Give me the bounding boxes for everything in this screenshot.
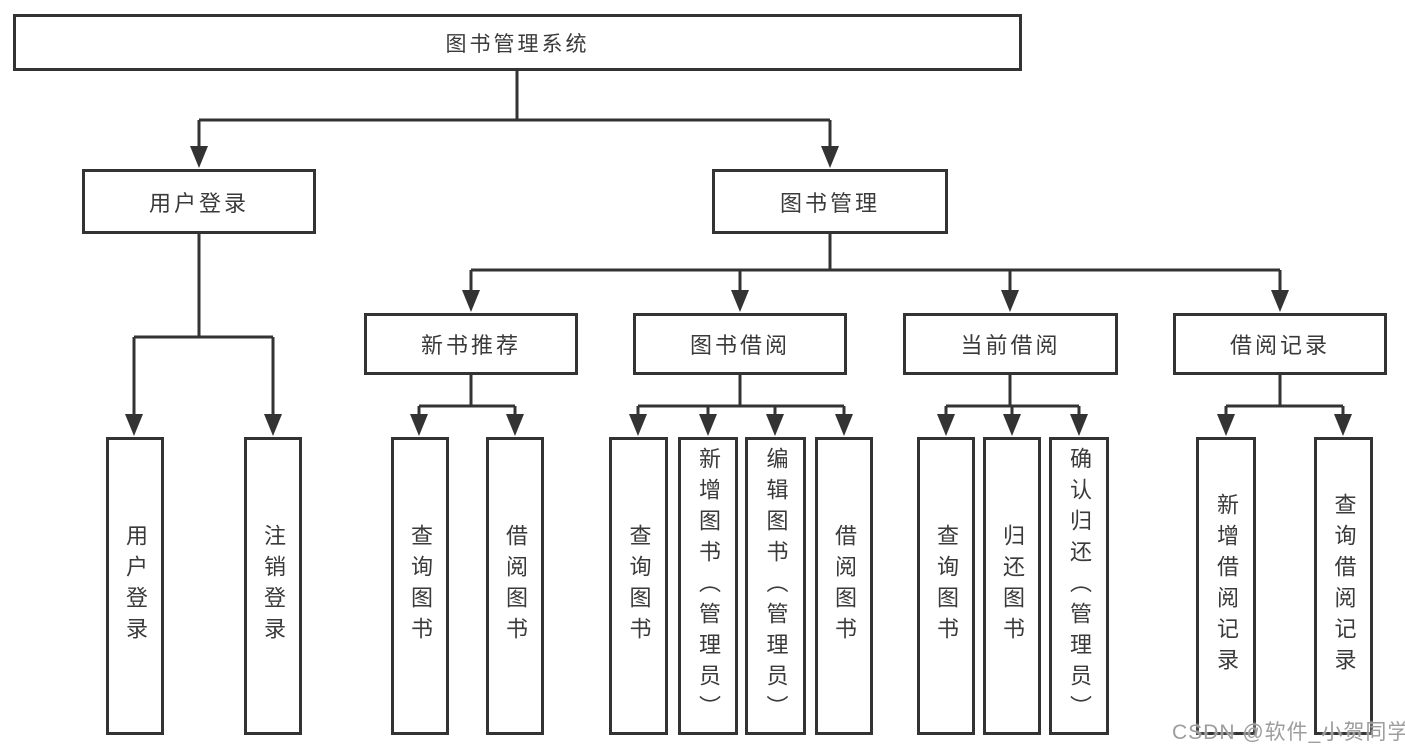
- node-current-borrow: 当前借阅: [903, 313, 1118, 375]
- node-book-borrow: 图书借阅: [633, 313, 847, 375]
- leaf-query-books-1: 查询图书: [391, 437, 449, 735]
- node-book-management: 图书管理: [712, 169, 948, 234]
- node-new-book-recommend: 新书推荐: [364, 313, 578, 375]
- leaf-confirm-return-admin-label: 确认归还（管理员）: [1067, 446, 1092, 726]
- node-root: 图书管理系统: [13, 14, 1022, 71]
- leaf-borrow-books-1-label: 借阅图书: [503, 524, 528, 648]
- node-user-login: 用户登录: [82, 169, 316, 234]
- leaf-confirm-return-admin: 确认归还（管理员）: [1049, 437, 1109, 735]
- leaf-query-books-3-label: 查询图书: [934, 524, 959, 648]
- leaf-user-login: 用户登录: [106, 437, 164, 735]
- leaf-query-borrow-record-label: 查询借阅记录: [1331, 493, 1357, 679]
- leaf-add-book-admin: 新增图书（管理员）: [678, 437, 738, 735]
- leaf-add-borrow-record: 新增借阅记录: [1196, 437, 1256, 735]
- leaf-borrow-books-2-label: 借阅图书: [832, 524, 857, 648]
- leaf-logout-label: 注销登录: [261, 524, 286, 648]
- leaf-add-book-admin-label: 新增图书（管理员）: [696, 446, 721, 726]
- leaf-edit-book-admin: 编辑图书（管理员）: [745, 437, 806, 735]
- leaf-borrow-books-2: 借阅图书: [815, 437, 873, 735]
- node-borrow-records: 借阅记录: [1173, 313, 1387, 375]
- leaf-return-book: 归还图书: [983, 437, 1041, 735]
- leaf-add-borrow-record-label: 新增借阅记录: [1214, 493, 1239, 679]
- leaf-borrow-books-1: 借阅图书: [486, 437, 544, 735]
- leaf-logout: 注销登录: [244, 437, 302, 735]
- leaf-query-books-3: 查询图书: [917, 437, 975, 735]
- leaf-edit-book-admin-label: 编辑图书（管理员）: [763, 446, 789, 726]
- leaf-query-borrow-record: 查询借阅记录: [1314, 437, 1373, 735]
- leaf-query-books-2-label: 查询图书: [626, 524, 652, 648]
- leaf-query-books-2: 查询图书: [609, 437, 668, 735]
- leaf-return-book-label: 归还图书: [1000, 524, 1025, 648]
- leaf-query-books-1-label: 查询图书: [408, 524, 433, 648]
- csdn-watermark: CSDN @软件_小贺同学: [1172, 721, 1405, 744]
- leaf-user-login-label: 用户登录: [123, 524, 148, 648]
